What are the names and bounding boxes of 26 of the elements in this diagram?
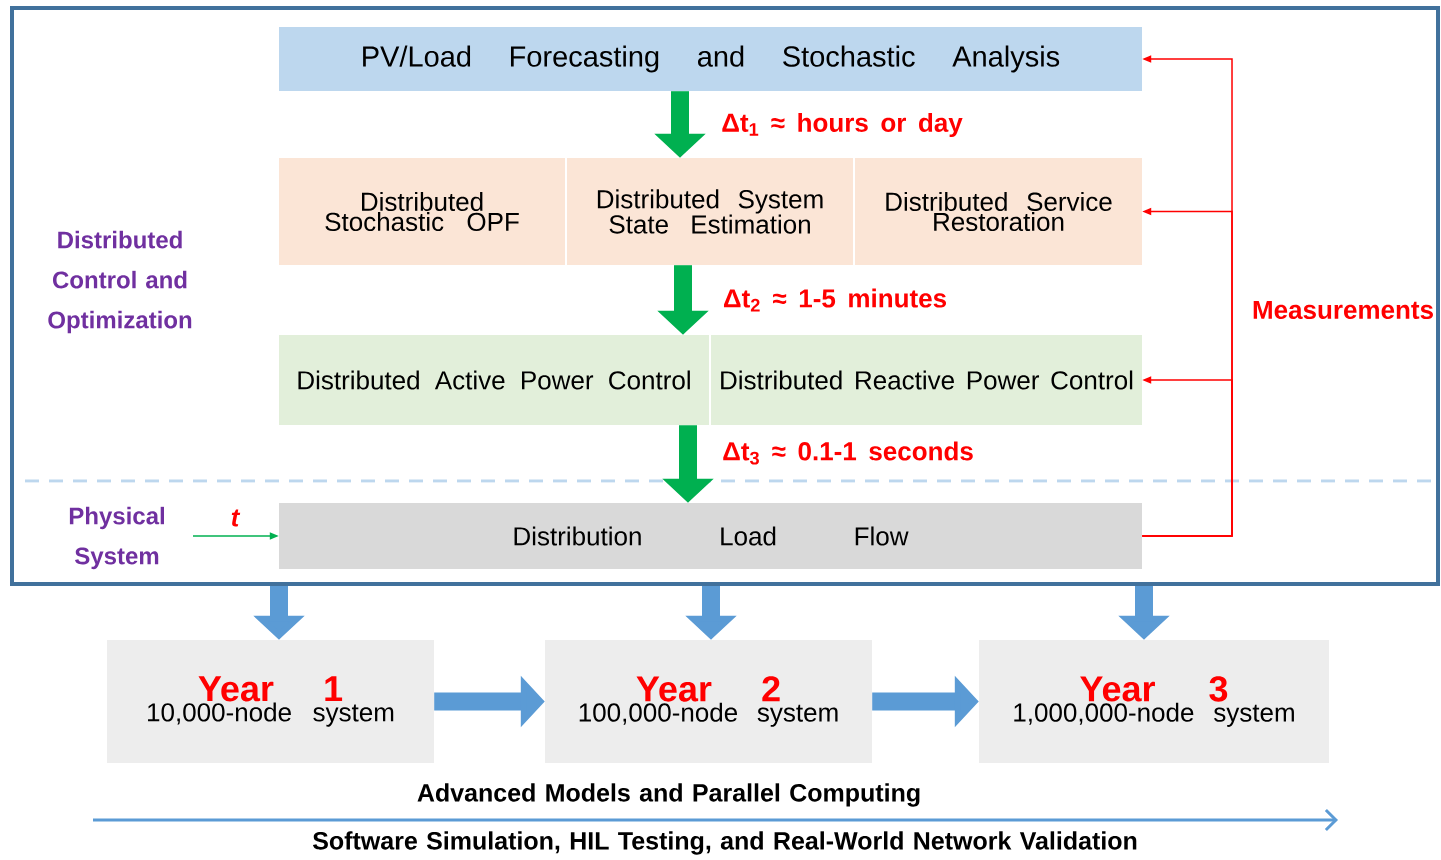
node-label: Distributed Stochastic OPF [325, 191, 519, 232]
edge-label: Measurements [1253, 300, 1433, 320]
process-box: Distributed Active Power Control [279, 335, 709, 425]
edge-label: Δt$_{1}$ ≈ hours or day [722, 112, 963, 138]
edge-label: Δt$_{2}$ ≈ 1-5 minutes [723, 288, 947, 312]
system-frame [10, 6, 1440, 586]
connector-arrow [1141, 376, 1233, 537]
process-box: Distributed Reactive Power Control [711, 335, 1142, 425]
node-label: Distributed System State Estimation [597, 189, 823, 234]
node-label: Distributed Reactive Power Control [721, 370, 1133, 390]
process-box: Distributed Stochastic OPF [279, 158, 565, 265]
section-label: Distributed Control and Optimization [48, 230, 192, 334]
stage-box: Year 3 1,000,000-node system [979, 640, 1329, 763]
edge-label: Δt$_{3}$ ≈ 0.1-1 seconds [723, 441, 973, 465]
caption-text: Software Simulation, HIL Testing, and Real-World Network Validation [312, 831, 1137, 855]
process-box: Distributed Service Restoration [855, 158, 1142, 265]
process-box: Distribution Load Flow [279, 503, 1142, 569]
stage-box: Year 1 10,000-node system [107, 640, 434, 763]
stage-box: Year 2 100,000-node system [545, 640, 872, 763]
node-label: Distributed Active Power Control [298, 370, 690, 390]
process-box: PV/Load Forecasting and Stochastic Analysis [279, 27, 1142, 91]
process-box: Distributed System State Estimation [567, 158, 853, 265]
node-label: Distributed Service Restoration [886, 191, 1112, 232]
section-label: Physical System [69, 506, 164, 570]
caption-text: Advanced Models and Parallel Computing [417, 783, 920, 807]
edge-label: t [231, 509, 241, 527]
